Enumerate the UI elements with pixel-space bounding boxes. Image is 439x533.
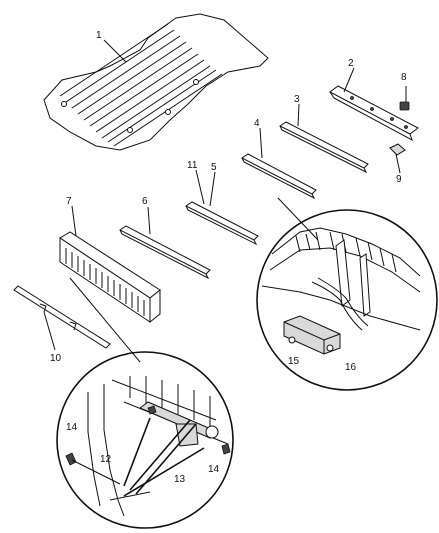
cross-member-rail-2	[329, 85, 419, 142]
callout-1: 1	[96, 30, 102, 41]
clip-nut-8	[399, 101, 410, 111]
leader-lines	[43, 39, 407, 363]
bed-strip-3	[279, 121, 369, 174]
callout-10: 10	[50, 353, 62, 364]
callout-8: 8	[401, 72, 407, 83]
bracket-plate-9	[389, 143, 406, 156]
callout-2: 2	[348, 58, 354, 69]
callout-7: 7	[66, 196, 72, 207]
callout-16: 16	[345, 362, 357, 373]
callout-6: 6	[142, 196, 148, 207]
callout-4: 4	[254, 118, 260, 129]
bed-strip-4	[241, 153, 317, 200]
detail-circle-left	[56, 351, 234, 529]
callout-12: 12	[100, 454, 112, 465]
tie-bar-10	[13, 285, 111, 349]
bed-floor-mat	[43, 13, 269, 151]
panel-7	[59, 231, 161, 324]
callout-5: 5	[211, 162, 217, 173]
callout-14-right: 14	[208, 464, 220, 475]
detail-circle-right	[256, 209, 438, 391]
callout-11: 11	[187, 160, 198, 171]
callout-3: 3	[294, 94, 300, 105]
callout-14-left: 14	[66, 422, 78, 433]
bed-strip-5	[185, 201, 259, 246]
callout-9: 9	[396, 174, 402, 185]
bed-strip-6	[119, 225, 211, 280]
callout-13: 13	[174, 474, 186, 485]
callout-15: 15	[288, 356, 300, 367]
callout-labels: 1 2 3 4 5 6 7 8 9 10 11 12 13 14 14 15 1…	[50, 30, 407, 485]
